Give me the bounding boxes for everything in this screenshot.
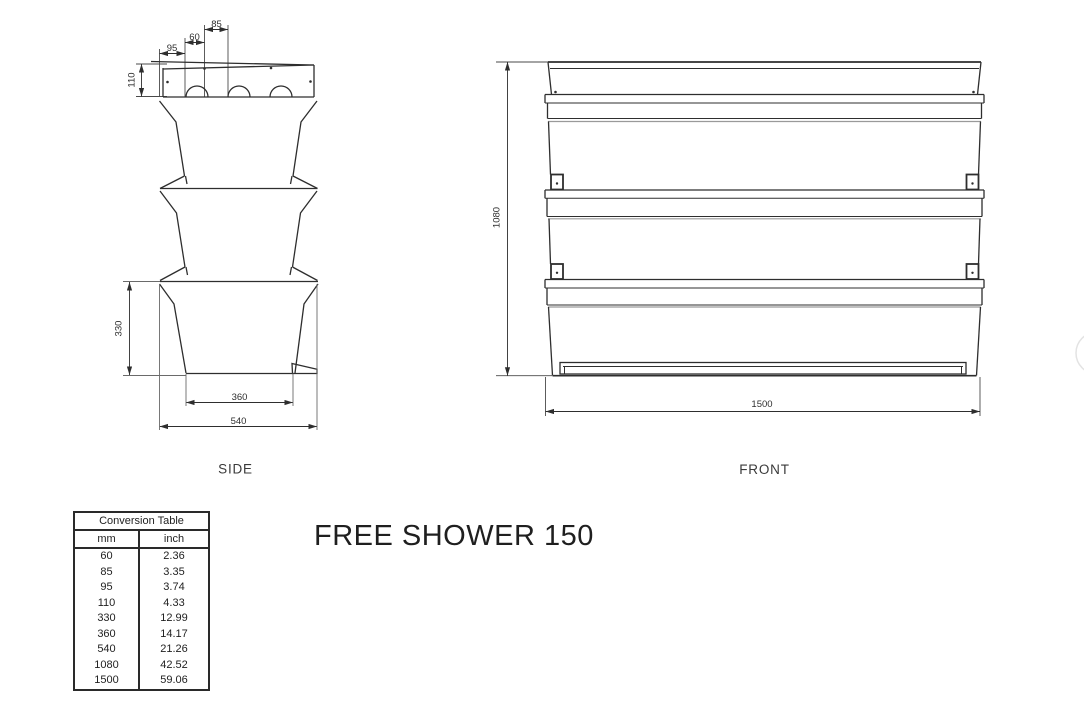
side-middle-tier: [159, 190, 318, 283]
front-middle-body-1: [547, 121, 982, 175]
inch-value: 21.26: [160, 643, 188, 655]
bottom-tray-slot: [559, 361, 967, 375]
side-bottom-extension-lines: [123, 281, 318, 430]
conversion-table-header: mm inch: [75, 531, 208, 549]
product-title: FREE SHOWER 150: [314, 520, 594, 552]
column-header-inch: inch: [163, 533, 185, 545]
front-view: 1080 1500 FRONT: [492, 61, 985, 477]
side-top-tier: [158, 100, 318, 190]
dim-label-110: 110: [127, 72, 138, 87]
dim-label-330: 330: [114, 321, 125, 337]
front-rim-band-1: [544, 93, 985, 123]
mm-value: 1500: [75, 673, 140, 689]
front-brackets-row-1: [550, 173, 980, 191]
conversion-row: 540 21.26: [75, 642, 208, 658]
dim-label-540: 540: [231, 416, 247, 427]
mm-value: 85: [75, 564, 140, 580]
side-view: 85 60 95 110 330 360 540: [114, 19, 319, 477]
column-header-mm: mm: [75, 531, 140, 547]
dim-label-1080: 1080: [492, 207, 503, 228]
front-top-panel: [547, 61, 982, 95]
inch-value: 2.36: [163, 550, 185, 562]
inch-value: 3.74: [163, 581, 185, 593]
conversion-row: 330 12.99: [75, 611, 208, 627]
inch-value: 42.52: [160, 658, 188, 671]
screw-dots: [166, 66, 312, 84]
conversion-row: 60 2.36: [75, 549, 208, 565]
mm-value: 110: [75, 595, 140, 611]
side-dimension-lines: [126, 26, 317, 430]
mm-value: 360: [75, 626, 140, 642]
edge-widget-partial[interactable]: [1075, 332, 1084, 374]
inch-value: 4.33: [163, 596, 185, 609]
dim-label-1500: 1500: [751, 399, 772, 410]
conversion-table-title: Conversion Table: [75, 513, 208, 531]
side-view-label: SIDE: [218, 462, 253, 477]
arch-2: [227, 85, 251, 98]
front-bottom-body: [547, 306, 982, 377]
conversion-table: Conversion Table mm inch 60 2.36 85 3.35…: [73, 511, 210, 691]
dim-label-360: 360: [232, 392, 248, 403]
front-rim-band-3: [544, 278, 985, 308]
dim-label-85: 85: [211, 19, 222, 30]
conversion-row: 1080 42.52: [75, 657, 208, 673]
front-view-label: FRONT: [739, 462, 790, 477]
inch-value: 12.99: [160, 612, 188, 624]
front-dimension-lines: [504, 62, 980, 415]
arch-3: [269, 85, 293, 98]
inch-value: 3.35: [163, 565, 185, 578]
arch-1: [185, 85, 209, 98]
front-brackets-row-2: [550, 263, 980, 280]
conversion-row: 110 4.33: [75, 595, 208, 611]
front-rim-band-2: [544, 189, 985, 220]
mm-value: 60: [75, 549, 140, 565]
front-middle-body-2: [548, 218, 981, 264]
side-bottom-tier: [158, 283, 319, 375]
mm-value: 540: [75, 642, 140, 658]
dim-label-60: 60: [189, 32, 200, 43]
dim-label-95: 95: [167, 43, 178, 54]
mm-value: 330: [75, 611, 140, 627]
mm-value: 95: [75, 580, 140, 596]
mm-value: 1080: [75, 657, 140, 673]
inch-value: 14.17: [160, 627, 188, 640]
side-top-band: [150, 60, 315, 98]
inch-value: 59.06: [160, 674, 188, 686]
conversion-row: 85 3.35: [75, 564, 208, 580]
conversion-row: 95 3.74: [75, 580, 208, 596]
conversion-row: 360 14.17: [75, 626, 208, 642]
conversion-row: 1500 59.06: [75, 673, 208, 689]
side-extension-lines: [136, 25, 229, 97]
